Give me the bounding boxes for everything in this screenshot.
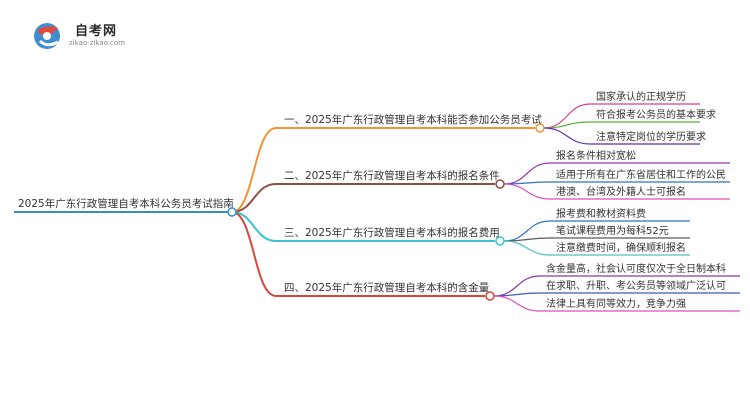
branch-node [495, 179, 505, 189]
site-logo[interactable]: 自考网 zikao-zikao.com [30, 18, 160, 54]
leaf-label: 适用于所有在广东省居住和工作的公民 [556, 168, 726, 181]
leaf-connector [503, 183, 551, 200]
root-node [227, 207, 237, 217]
leaf-connector [493, 295, 541, 312]
leaf-label: 法律上具有同等效力，竞争力强 [546, 297, 686, 310]
leaf-connector [503, 240, 551, 256]
leaf-label: 注意缴费时间，确保顺利报名 [556, 241, 686, 254]
branch-label: 四、2025年广东行政管理自考本科的含金量 [284, 281, 490, 294]
logo-mark-icon [34, 23, 60, 49]
leaf-label: 含金量高，社会认可度仅次于全日制本科 [546, 262, 726, 275]
leaf-label: 国家承认的正规学历 [596, 90, 686, 103]
branch-connector [231, 127, 277, 213]
leaf-label: 报名条件相对宽松 [556, 149, 636, 162]
logo-title: 自考网 [75, 24, 118, 39]
branch-label: 三、2025年广东行政管理自考本科的报名费用 [284, 226, 500, 239]
leaf-connector [503, 237, 551, 242]
leaf-label: 笔试课程费用为每科52元 [556, 224, 669, 237]
logo-url: zikao-zikao.com [69, 39, 125, 47]
branch-node [535, 123, 545, 133]
branch-label: 一、2025年广东行政管理自考本科能否参加公务员考试 [284, 113, 542, 126]
branch-node [495, 236, 505, 246]
root-label: 2025年广东行政管理自考本科公务员考试指南 [18, 197, 234, 210]
leaf-label: 注意特定岗位的学历要求 [596, 130, 706, 143]
branch-connector [231, 211, 277, 297]
leaf-label: 报考费和教材资料费 [556, 207, 646, 220]
leaf-connector [543, 127, 591, 145]
branch-node [485, 291, 495, 301]
leaf-label: 符合报考公务员的基本要求 [596, 108, 716, 121]
branch-label: 二、2025年广东行政管理自考本科的报名条件 [284, 169, 500, 182]
leaf-label: 在求职、升职、考公务员等领域广泛认可 [546, 279, 726, 292]
leaf-connector [503, 162, 551, 185]
leaf-label: 港澳、台湾及外籍人士可报名 [556, 185, 686, 198]
leaf-connector [493, 292, 541, 297]
branch-connector [231, 183, 277, 213]
